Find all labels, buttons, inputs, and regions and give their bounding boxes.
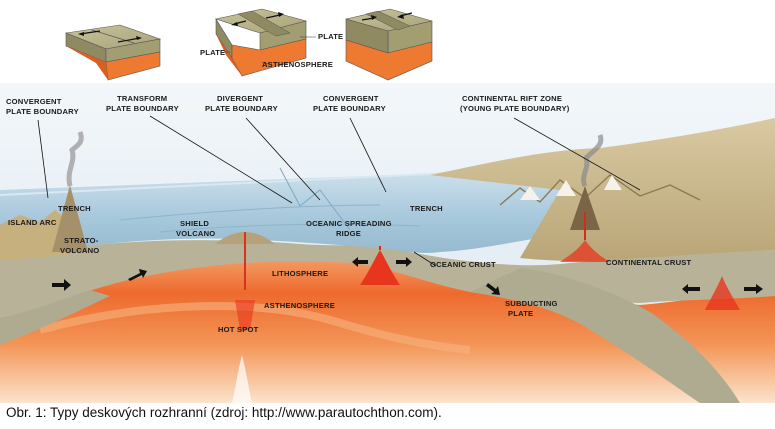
mini-plate-left-label: PLATE xyxy=(200,48,225,57)
subducting-plate-label-line2: PLATE xyxy=(508,309,533,318)
ridge-label-line1: OCEANIC SPREADING xyxy=(306,219,392,228)
ocean xyxy=(0,172,560,258)
arrow-right-icon xyxy=(265,14,281,19)
trench-left-label: TRENCH xyxy=(58,204,91,213)
motion-arrows xyxy=(52,257,763,295)
arrow-left-icon xyxy=(352,257,368,267)
ridge-magma xyxy=(360,250,400,285)
mini-plate-right-label: PLATE xyxy=(318,32,343,41)
arrow-right-icon xyxy=(396,257,412,267)
oceanic-crust-label: OCEANIC CRUST xyxy=(430,260,496,269)
ridge-label-line2: RIDGE xyxy=(336,229,361,238)
arrow-left-icon xyxy=(682,284,700,294)
convergent-left-label-line2: PLATE BOUNDARY xyxy=(6,107,79,116)
divergent-label-line1: DIVERGENT xyxy=(217,94,263,103)
rift-zone-label-line1: CONTINENTAL RIFT ZONE xyxy=(462,94,562,103)
strato-volcano-icon xyxy=(52,185,88,252)
trench-right-label: TRENCH xyxy=(410,204,443,213)
asthenosphere-layer xyxy=(0,256,775,403)
continent xyxy=(430,118,775,261)
convergent-right-label-line1: CONVERGENT xyxy=(323,94,379,103)
transform-label-line2: PLATE BOUNDARY xyxy=(106,104,179,113)
figure-caption: Obr. 1: Typy deskových rozhranní (zdroj:… xyxy=(6,405,442,420)
main-cross-section: CONVERGENT PLATE BOUNDARY TRANSFORM PLAT… xyxy=(0,83,775,403)
convergent-left-label-line1: CONVERGENT xyxy=(6,97,62,106)
strato-volcano-label-line2: VOLCANO xyxy=(60,246,99,255)
rift-zone-label-line2: (YOUNG PLATE BOUNDARY) xyxy=(460,104,570,113)
island-arc-label: ISLAND ARC xyxy=(8,218,57,227)
subducting-plate-label-line1: SUBDUCTING xyxy=(505,299,558,308)
subducting-slab xyxy=(470,268,740,403)
arrow-left-icon xyxy=(128,269,147,281)
rift-volcano-icon xyxy=(570,186,600,230)
arrow-down-right-icon xyxy=(486,283,500,295)
divergent-label-line2: PLATE BOUNDARY xyxy=(205,104,278,113)
shield-volcano-label-line2: VOLCANO xyxy=(176,229,215,238)
continental-crust-label: CONTINENTAL CRUST xyxy=(606,258,692,267)
leader-lines xyxy=(37,115,641,267)
strato-volcano-label-line1: STRATO- xyxy=(64,236,99,245)
asthenosphere-label: ASTHENOSPHERE xyxy=(264,301,335,310)
hot-spot-label: HOT SPOT xyxy=(218,325,259,334)
mini-asthenosphere-label: ASTHENOSPHERE xyxy=(262,60,333,69)
mini-block-divergent: PLATE PLATE ASTHENOSPHERE xyxy=(200,8,343,77)
arrow-right-icon xyxy=(744,284,763,294)
mini-block-convergent xyxy=(345,8,433,81)
arrow-right-icon xyxy=(117,37,141,43)
transform-label-line1: TRANSFORM xyxy=(117,94,167,103)
mini-block-transform xyxy=(64,24,162,81)
arrow-right-icon xyxy=(52,279,71,291)
shield-volcano-label-line1: SHIELD xyxy=(180,219,209,228)
convergent-right-label-line2: PLATE BOUNDARY xyxy=(313,104,386,113)
lithosphere-label: LITHOSPHERE xyxy=(272,269,328,278)
